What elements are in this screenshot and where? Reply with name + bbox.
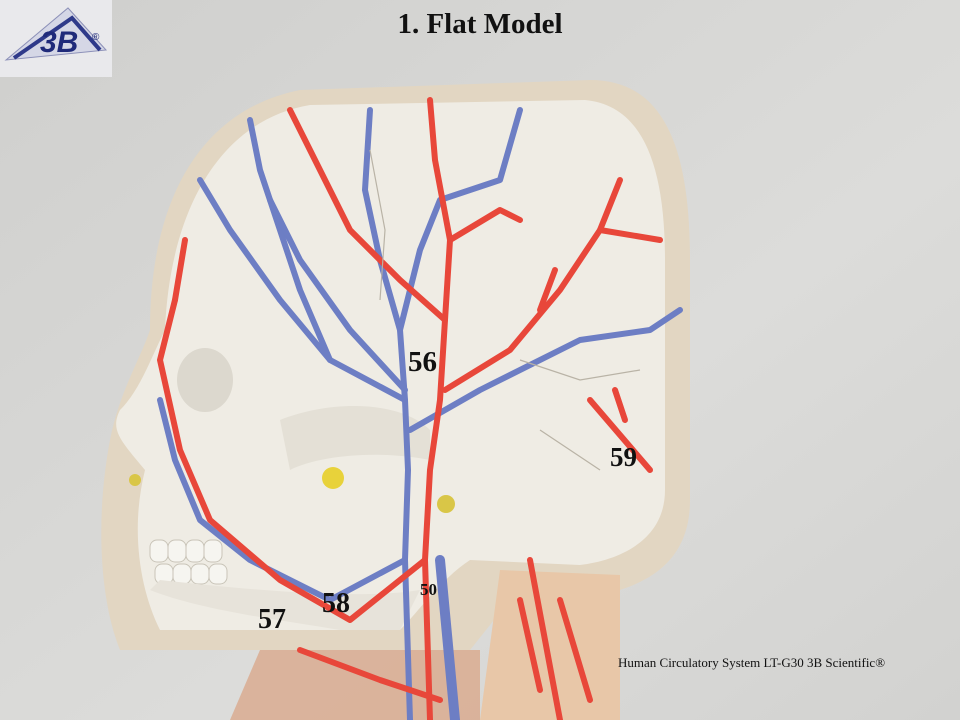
arteries	[157, 97, 663, 720]
eye-socket	[177, 348, 233, 412]
model-base	[230, 650, 480, 720]
label-50: 50	[420, 580, 437, 599]
brand-logo: 3B ®	[0, 0, 112, 77]
marker-yellow	[129, 474, 141, 486]
page-title: 1. Flat Model	[397, 8, 563, 40]
veins	[157, 107, 683, 720]
marker-yellow	[322, 467, 344, 489]
logo-text: 3B	[40, 26, 78, 59]
zygoma	[280, 406, 430, 470]
label-57: 57	[258, 604, 286, 635]
label-56: 56	[408, 346, 437, 378]
suture-lines	[369, 149, 641, 471]
caption: Human Circulatory System LT-G30 3B Scien…	[618, 655, 886, 670]
label-59: 59	[610, 442, 637, 472]
marker-yellow	[437, 495, 455, 513]
logo-registered-mark: ®	[92, 32, 100, 43]
model-neck	[480, 570, 620, 720]
label-58: 58	[322, 588, 350, 619]
model-skull	[116, 100, 665, 630]
